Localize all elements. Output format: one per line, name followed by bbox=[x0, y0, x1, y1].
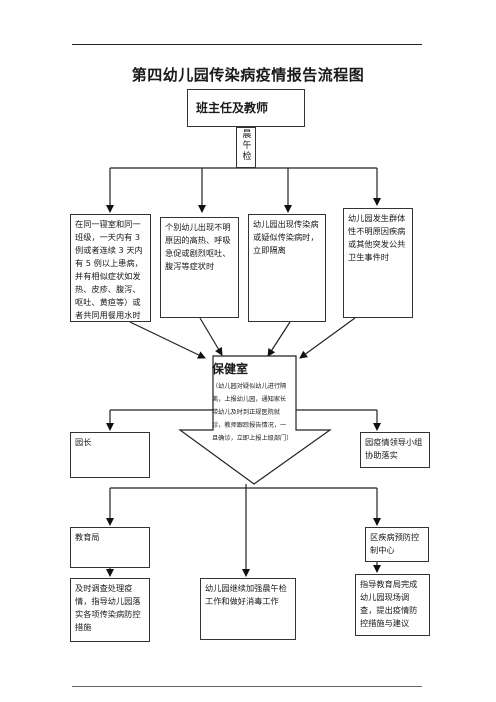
action-box-cdc: 指导教育局完成幼儿园现场调查，提出疫情防控措施与建议 bbox=[355, 574, 430, 636]
action-box-education: 及时调查处理疫情，指导幼儿园落实各项传染病防控措施 bbox=[70, 578, 150, 642]
action-box-kindergarten: 幼儿园继续加强晨午检工作和做好消毒工作 bbox=[200, 578, 296, 640]
case-box-4: 幼儿园发生群体性不明原因疾病或其他突发公共卫生事件时 bbox=[343, 208, 413, 318]
teacher-box: 班主任及教师 bbox=[187, 89, 305, 127]
case-box-1: 在同一寝室和同一班级，一天内有 3 例或者连续 3 天内有 5 例以上患病，并有… bbox=[70, 214, 151, 322]
bottom-rule bbox=[72, 686, 422, 687]
clinic-title: 保健室 bbox=[212, 362, 249, 376]
director-box: 园长 bbox=[70, 432, 150, 478]
morning-check-box: 晨午检 bbox=[236, 127, 256, 168]
morning-check-label: 晨午检 bbox=[242, 130, 252, 162]
education-bureau-box: 教育局 bbox=[70, 527, 150, 568]
district-cdc-box: 区疾病预防控制中心 bbox=[365, 527, 429, 562]
epidemic-group-box: 园疫情领导小组协助落实 bbox=[360, 432, 430, 468]
case-box-3: 幼儿园出现传染病或疑似传染病时，立即隔离 bbox=[248, 214, 326, 322]
diagram-title: 第四幼儿园传染病疫情报告流程图 bbox=[131, 66, 365, 84]
clinic-description: （幼儿园对疑似幼儿进行隔离，上报幼儿园，通知家长带幼儿及时到正规医院就诊，教师跟… bbox=[212, 383, 293, 442]
case-box-2: 个别幼儿出现不明原因的高热、呼吸急促或剧烈呕吐、腹泻等症状时 bbox=[160, 217, 239, 318]
top-rule bbox=[72, 44, 422, 45]
